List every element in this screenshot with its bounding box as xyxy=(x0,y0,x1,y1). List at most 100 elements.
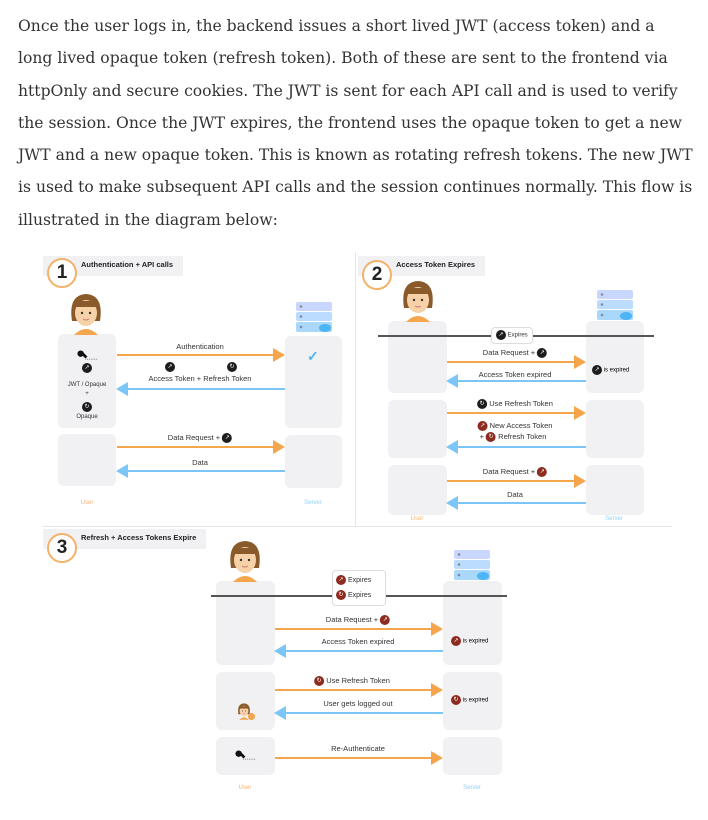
new-access-text: New Access Token xyxy=(489,421,553,430)
panel-divider xyxy=(42,526,672,527)
server-icon xyxy=(454,550,490,580)
server-column xyxy=(586,321,644,393)
authentication-label: Authentication xyxy=(176,342,224,351)
step-number: 1 xyxy=(47,258,77,288)
access-token-expired-label: Access Token expired xyxy=(321,637,395,646)
panel-title: Refresh + Access Tokens Expire xyxy=(43,529,206,549)
expires-text: Expires xyxy=(507,332,528,339)
data-request-text: Data Request + xyxy=(167,433,221,442)
server-caption: Server xyxy=(304,500,322,506)
server-icon xyxy=(597,290,633,320)
server-column xyxy=(586,465,644,515)
is-expired-note: ↗ is expired xyxy=(592,365,629,375)
key-icon xyxy=(235,750,257,761)
reauthenticate-arrow xyxy=(275,751,443,765)
panel-title: Authentication + API calls xyxy=(43,256,183,276)
step-number: 3 xyxy=(47,533,77,563)
access-token-icon: ↗ xyxy=(537,348,548,359)
expired-access-token-icon: ↗ xyxy=(451,636,461,646)
expired-access-token-icon: ↗ xyxy=(380,615,391,626)
data-label: Data xyxy=(507,490,523,499)
user-avatar xyxy=(398,278,438,322)
refresh-token-label: Refresh Token xyxy=(203,374,252,383)
user-column xyxy=(216,737,275,775)
server-column xyxy=(285,435,342,488)
data-request-text: Data Request + xyxy=(482,348,536,357)
use-refresh-label: ↻ Use Refresh Token xyxy=(477,399,553,410)
tokens-label: Access Token + Refresh Token xyxy=(149,374,252,383)
expires-text: Expires xyxy=(347,592,372,599)
server-caption: Server xyxy=(605,516,623,522)
access-expires: ↗ Expires xyxy=(336,573,382,588)
user-avatar xyxy=(225,538,265,582)
expired-refresh-token-icon: ↻ xyxy=(336,590,346,601)
access-token-icon: ↗ xyxy=(222,433,233,444)
access-token-expired-arrow xyxy=(274,644,443,658)
use-refresh-arrow xyxy=(447,406,586,420)
data-request-arrow xyxy=(117,440,285,454)
user-column xyxy=(388,321,447,393)
tokens-response-arrow xyxy=(116,382,285,396)
data-request-label: Data Request + ↗ xyxy=(482,348,548,359)
access-token-label: Access Token xyxy=(148,374,195,383)
data-request-label: Data Request + ↗ xyxy=(325,615,391,626)
refresh-token-text: Refresh Token xyxy=(498,432,547,441)
expires-badge: ↗ Expires ↻ Expires xyxy=(332,570,386,606)
expired-access-token-icon: ↗ xyxy=(477,421,488,432)
expired-access-token-icon: ↗ xyxy=(336,575,346,586)
access-token-expired-arrow xyxy=(446,374,586,388)
use-refresh-arrow xyxy=(275,683,443,697)
user-avatar xyxy=(66,291,106,335)
use-refresh-label: ↻ Use Refresh Token xyxy=(314,676,390,687)
use-refresh-text: Use Refresh Token xyxy=(326,676,390,685)
key-icon xyxy=(77,350,99,361)
reauthenticate-label: Re-Authenticate xyxy=(331,744,385,753)
data-request-arrow xyxy=(447,355,586,369)
server-caption: Server xyxy=(463,785,481,791)
user-column xyxy=(216,672,275,730)
use-refresh-text: Use Refresh Token xyxy=(489,399,553,408)
plus-label: + xyxy=(85,391,89,397)
logged-out-arrow xyxy=(274,706,443,720)
refresh-token-icon: ↻ xyxy=(227,362,237,372)
data-request-text: Data Request + xyxy=(325,615,379,624)
logged-out-label: User gets logged out xyxy=(323,699,393,708)
data-request-arrow xyxy=(447,474,586,488)
user-column xyxy=(388,400,447,458)
expired-refresh-token-icon: ↻ xyxy=(486,432,497,443)
body-paragraph: Once the user logs in, the backend issue… xyxy=(18,17,693,229)
server-column xyxy=(443,737,502,775)
panel-divider xyxy=(355,252,356,527)
user-caption: User xyxy=(410,516,424,522)
refresh-expires: ↻ Expires xyxy=(336,588,382,603)
server-column xyxy=(586,400,644,458)
data-request-arrow xyxy=(275,622,443,636)
opaque-label: Opaque xyxy=(76,414,98,420)
expires-text: Expires xyxy=(347,577,372,584)
logout-badge-icon xyxy=(248,713,255,720)
plus-label: + xyxy=(196,374,202,383)
user-column xyxy=(58,434,116,486)
new-tokens-arrow xyxy=(446,440,586,454)
is-expired-text: is expired xyxy=(462,638,489,645)
new-access-token-label: ↗ New Access Token xyxy=(477,421,553,432)
is-expired-text: is expired xyxy=(462,697,489,704)
user-column xyxy=(388,465,447,515)
refresh-token-icon: ↻ xyxy=(477,399,488,410)
data-label: Data xyxy=(192,458,208,467)
data-request-text: Data Request + xyxy=(482,467,536,476)
expired-access-token-icon: ↗ xyxy=(537,467,548,478)
step-number: 2 xyxy=(362,260,392,290)
user-caption: User xyxy=(80,500,94,506)
expired-refresh-token-icon: ↻ xyxy=(314,676,325,687)
access-token-icon: ↗ xyxy=(592,365,602,375)
is-expired-note: ↻ is expired xyxy=(451,695,488,705)
server-column xyxy=(443,581,502,665)
expires-badge: ↗ Expires xyxy=(491,327,533,344)
access-token-icon: ↗ xyxy=(165,362,175,372)
access-token-expired-label: Access Token expired xyxy=(478,370,552,379)
access-token-icon: ↗ xyxy=(496,330,506,340)
checkmark-icon: ✓ xyxy=(307,348,319,364)
access-token-icon: ↗ xyxy=(82,363,92,373)
server-column xyxy=(285,336,342,428)
